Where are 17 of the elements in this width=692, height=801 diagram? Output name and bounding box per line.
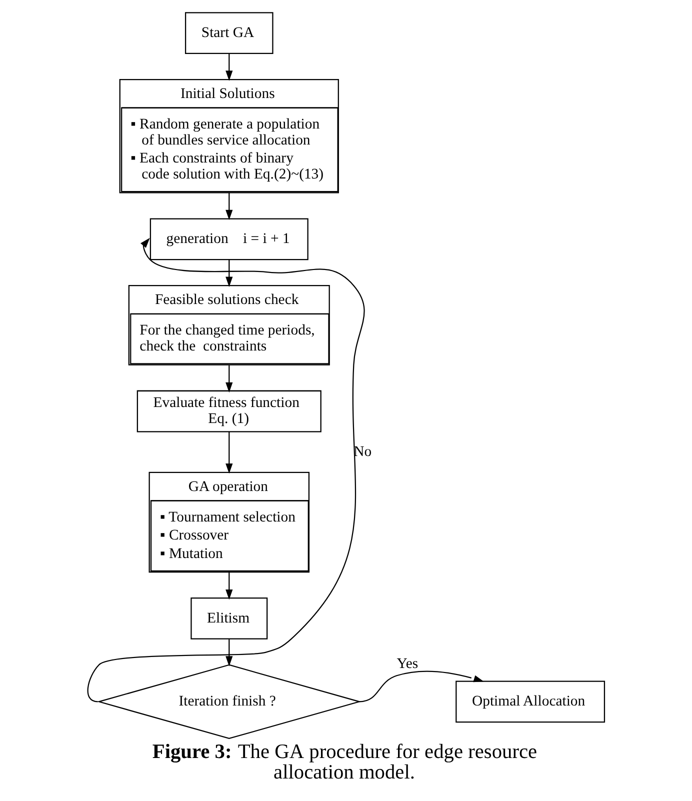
arrow [226, 54, 233, 81]
arrow [226, 365, 233, 393]
node-box: Optimal Allocation [456, 680, 606, 723]
node-box: Evaluate fitness function Eq. (1) [136, 390, 322, 432]
node-box: Elitism [190, 598, 268, 640]
arrow [226, 572, 233, 600]
node-diamond: Iteration finish ? [96, 664, 362, 740]
arrow [226, 192, 233, 220]
arrow [87, 238, 365, 702]
edge-label: Yes [396, 656, 418, 672]
arrow [226, 260, 233, 287]
arrow [226, 639, 233, 666]
arrow [226, 432, 233, 474]
arrow [359, 670, 484, 702]
node-box: Start GA [184, 12, 274, 54]
node-box: generation i = i + 1 [150, 218, 308, 260]
caption: Figure 3: The GA procedure for edge resource allocation model. [152, 741, 538, 784]
